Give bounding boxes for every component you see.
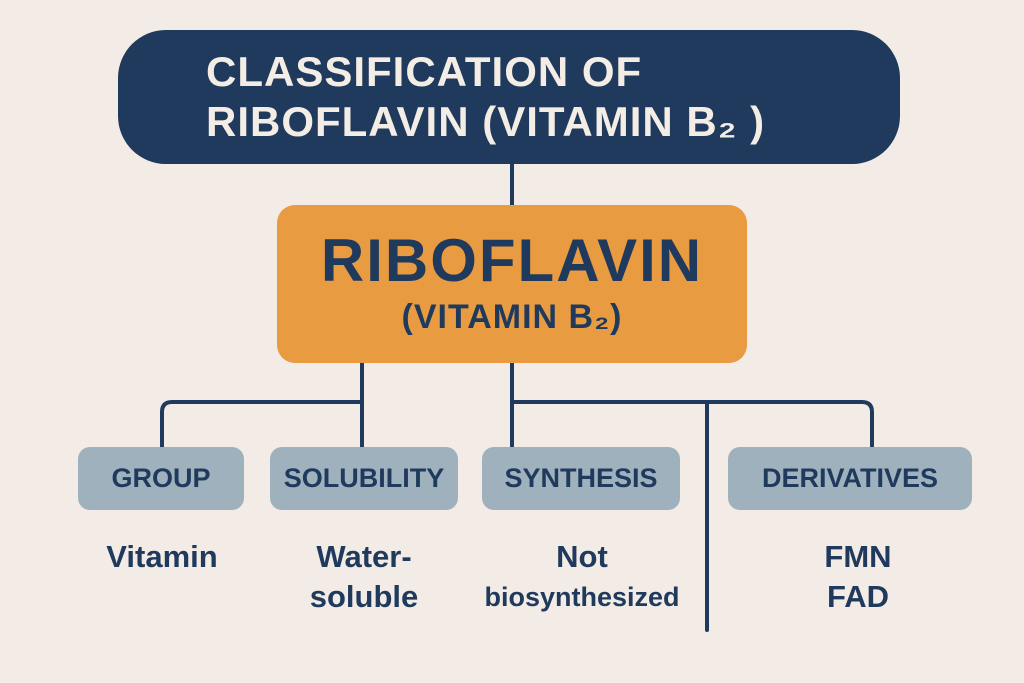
category-group: GROUP — [78, 447, 244, 510]
group-value-line-1: Vitamin — [106, 539, 218, 574]
derivatives-value-line-2: FAD — [827, 579, 889, 614]
group-connector — [160, 361, 364, 449]
solubility-value: Water- soluble — [264, 537, 464, 617]
synthesis-value-line-1: Not — [556, 539, 608, 574]
central-node-subtitle: (VITAMIN B₂) — [401, 298, 623, 336]
category-solubility-label: SOLUBILITY — [283, 463, 445, 493]
category-derivatives: DERIVATIVES — [728, 447, 972, 510]
title-line-1: CLASSIFICATION OF — [206, 48, 643, 95]
derivatives-value-line-1: FMN — [824, 539, 892, 574]
title-line-2: RIBOFLAVIN (VITAMIN B₂ ) — [206, 98, 766, 145]
synthesis-value: Not biosynthesized — [466, 537, 698, 617]
central-node-name: RIBOFLAVIN — [320, 227, 704, 294]
category-synthesis: SYNTHESIS — [482, 447, 680, 510]
derivatives-connector — [510, 361, 874, 449]
category-derivatives-label: DERIVATIVES — [761, 463, 939, 493]
category-group-label: GROUP — [111, 463, 211, 493]
central-node: RIBOFLAVIN (VITAMIN B₂) — [277, 205, 747, 363]
category-synthesis-label: SYNTHESIS — [504, 463, 658, 493]
solubility-value-line-1: Water- — [316, 539, 412, 574]
synthesis-value-line-2: biosynthesized — [484, 582, 680, 612]
solubility-value-line-2: soluble — [309, 579, 419, 614]
title-banner: CLASSIFICATION OF RIBOFLAVIN (VITAMIN B₂… — [118, 30, 900, 164]
category-solubility: SOLUBILITY — [270, 447, 458, 510]
derivatives-value: FMN FAD — [758, 537, 958, 617]
group-value: Vitamin — [62, 537, 262, 577]
